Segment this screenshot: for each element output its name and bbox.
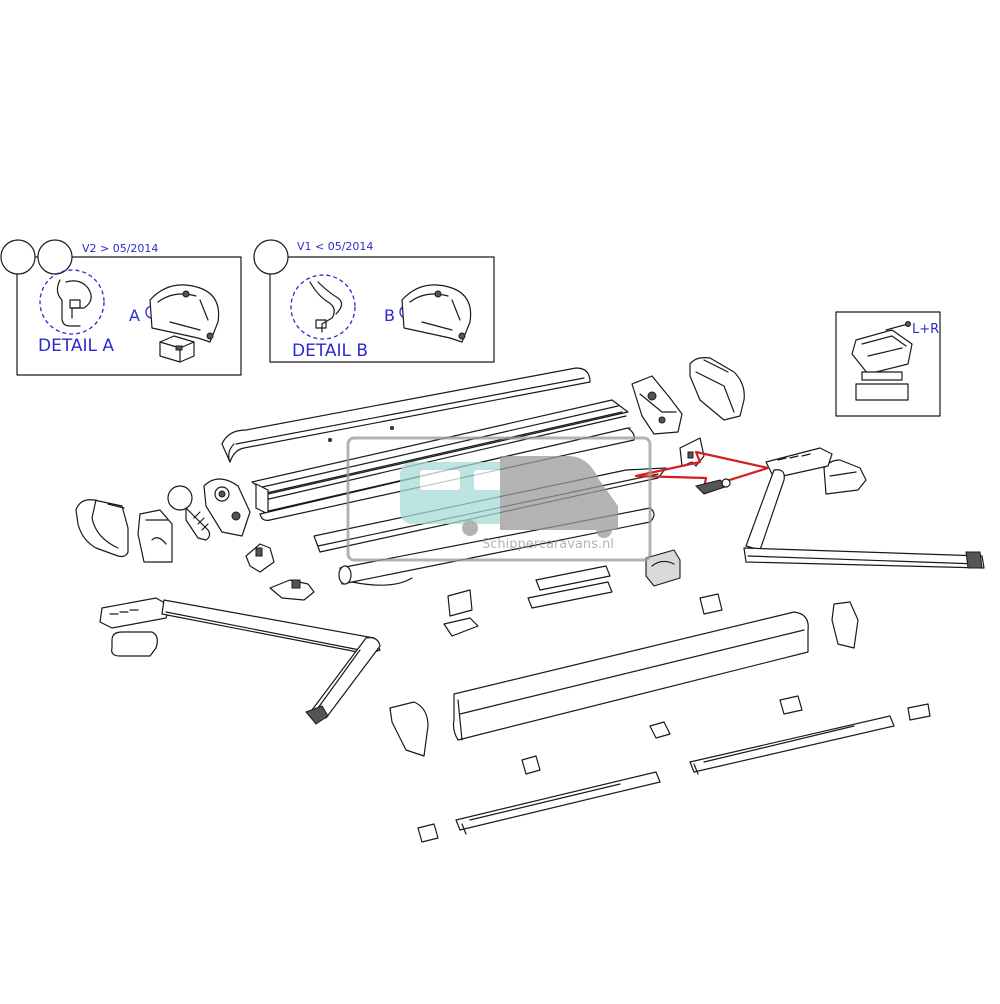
callout-a: A (129, 306, 140, 325)
watermark-camper-icon (500, 456, 618, 530)
seal-block (645, 549, 681, 587)
telescopic-leg-left (455, 771, 661, 831)
left-end-parts (75, 478, 315, 601)
callout-b: B (384, 306, 395, 325)
version-circle-2 (37, 239, 73, 275)
rail-bracket-lower (527, 581, 613, 609)
left-end-cap (75, 499, 129, 558)
right-arm-upper (745, 469, 785, 551)
right-gearbox (631, 375, 683, 435)
left-bracket (137, 509, 173, 563)
gear-housing (203, 478, 251, 537)
watermark-text: Schippercaravans.nl (482, 537, 614, 552)
version-circle-1 (0, 239, 36, 275)
left-support-arm (99, 597, 381, 725)
detail-a-label: DETAIL A (38, 336, 114, 356)
inset-v1-detail-b: V1 < 05/2014 DETAIL B B (253, 239, 495, 363)
front-profile-assembly (389, 565, 931, 843)
left-arm-lower (311, 637, 381, 719)
detail-b-circle (290, 274, 356, 340)
inset-v2-detail-a: V2 > 05/2014 DETAIL A A (0, 239, 242, 376)
version-circle-3 (253, 239, 289, 275)
watermark: Schippercaravans.nl (346, 436, 652, 562)
telescopic-leg-right (689, 715, 895, 773)
telescopic-legs (455, 715, 895, 835)
left-arm-upper (161, 599, 381, 655)
top-cover-profile (221, 367, 591, 463)
rail-bracket-upper (535, 565, 611, 591)
inset-lr-cover: L+R (835, 311, 941, 417)
right-support-arm (743, 447, 985, 569)
front-end-cap-right (831, 601, 859, 649)
v2-version-label: V2 > 05/2014 (82, 242, 158, 255)
front-profile (452, 611, 809, 741)
v1-version-label: V1 < 05/2014 (297, 240, 373, 253)
front-end-cap-left (389, 701, 429, 757)
highlight-arrow (634, 450, 770, 495)
lr-label: L+R (912, 322, 939, 337)
right-arm-lower (743, 547, 985, 569)
detail-b-label: DETAIL B (292, 341, 368, 361)
left-arm-cap (111, 631, 158, 657)
spring-disc (167, 485, 193, 511)
detail-a-circle (39, 269, 105, 335)
